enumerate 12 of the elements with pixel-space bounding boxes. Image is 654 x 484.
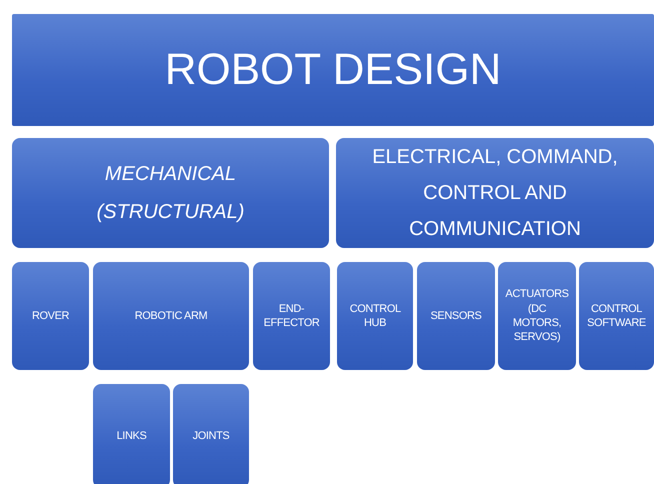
title-box: ROBOT DESIGN — [12, 14, 654, 126]
category-box: MECHANICAL (STRUCTURAL) — [12, 138, 329, 248]
component-box: JOINTS — [173, 384, 249, 484]
component-box: ACTUATORS (DC MOTORS, SERVOS) — [498, 262, 576, 370]
component-box: SENSORS — [417, 262, 495, 370]
category-box: ELECTRICAL, COMMAND, CONTROL AND COMMUNICATION — [336, 138, 654, 248]
component-box: ROVER — [12, 262, 89, 370]
component-box: ROBOTIC ARM — [93, 262, 249, 370]
component-box: LINKS — [93, 384, 170, 484]
component-box: END-EFFECTOR — [253, 262, 330, 370]
component-box: CONTROL HUB — [337, 262, 413, 370]
component-box: CONTROL SOFTWARE — [579, 262, 654, 370]
